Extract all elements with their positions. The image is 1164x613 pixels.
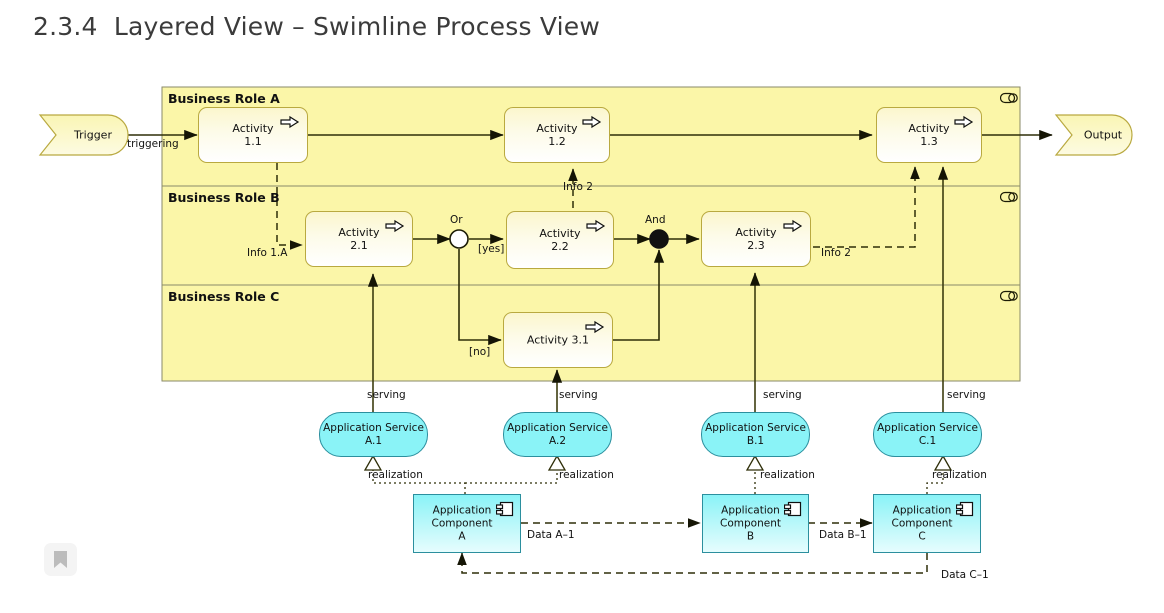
activity-2-2-line2: 2.2: [551, 240, 569, 253]
flow-data-c1: [457, 552, 928, 574]
label-serving-c1: serving: [947, 389, 986, 401]
activity-2-3-line1: Activity: [735, 226, 777, 239]
app-component-c-line3: C: [918, 530, 926, 542]
realization-cmp-a-to-svc-a2: [465, 470, 558, 484]
label-serving-a1: serving: [367, 389, 406, 401]
output-event[interactable]: Output: [1056, 115, 1136, 155]
or-junction[interactable]: [449, 229, 469, 249]
process-arrow-icon: [582, 114, 602, 129]
label-info-2-up: Info 2: [563, 181, 593, 193]
label-data-b1: Data B–1: [819, 529, 867, 541]
and-junction[interactable]: [649, 229, 669, 249]
label-realization-a2: realization: [559, 469, 614, 481]
app-service-a2-line1: Application Service: [507, 421, 608, 434]
activity-1-1-line2: 1.1: [244, 135, 262, 148]
flow-info-2-right: [813, 166, 920, 248]
realization-cmp-a-to-svc-a1: [372, 470, 466, 494]
label-triggering: triggering: [127, 138, 179, 150]
bookmark-icon[interactable]: [44, 543, 77, 576]
label-realization-b1: realization: [760, 469, 815, 481]
flow-activity-3-1-to-and: [613, 249, 665, 341]
label-no: [no]: [469, 346, 491, 358]
label-serving-a2: serving: [559, 389, 598, 401]
output-event-shape[interactable]: [1054, 114, 1133, 156]
trigger-event-shape[interactable]: [38, 114, 129, 156]
swimlane-label-c: Business Role C: [168, 289, 280, 304]
app-service-a1-line2: A.1: [364, 434, 383, 447]
application-component-icon: [783, 501, 802, 518]
swimlane-label-a: Business Role A: [168, 91, 280, 106]
activity-2-2-line1: Activity: [539, 227, 581, 240]
label-info-2-right: Info 2: [821, 247, 851, 259]
activity-3-1-line1: Activity 3.1: [526, 333, 590, 347]
app-component-c-line1: Application: [892, 504, 952, 516]
swimlane-label-b: Business Role B: [168, 190, 280, 205]
and-junction-label: And: [645, 214, 666, 226]
app-component-b-line2: Component: [720, 517, 781, 529]
process-arrow-icon: [586, 218, 606, 233]
app-component-b-line3: B: [746, 530, 755, 542]
page-title: 2.3.4 Layered View – Swimline Process Vi…: [33, 12, 600, 41]
activity-1-2-line2: 1.2: [548, 135, 566, 148]
activity-1-3-line1: Activity: [908, 122, 950, 135]
app-component-a-line3: A: [458, 530, 466, 542]
process-arrow-icon: [783, 218, 803, 233]
output-label: Output: [1083, 128, 1123, 142]
app-component-b-line1: Application: [721, 504, 780, 516]
label-data-c1: Data C–1: [941, 569, 989, 581]
activity-2-1-line2: 2.1: [350, 239, 368, 252]
activity-2-3-line2: 2.3: [747, 239, 765, 252]
activity-1-2-line1: Activity: [536, 122, 578, 135]
activity-1-3-line2: 1.3: [920, 135, 938, 148]
label-yes: [yes]: [478, 243, 505, 255]
business-role-icon: [999, 90, 1020, 104]
flow-or-to-activity-3-1: [458, 249, 502, 346]
label-realization-a1: realization: [368, 469, 423, 481]
app-service-b1-line2: B.1: [746, 434, 765, 447]
or-junction-label: Or: [450, 214, 463, 226]
process-arrow-icon: [280, 114, 300, 129]
app-component-a-line1: Application: [432, 504, 492, 516]
label-serving-b1: serving: [763, 389, 802, 401]
app-component-a-line2: Component: [431, 517, 493, 529]
trigger-label: Trigger: [74, 128, 112, 142]
realization-triangles: [363, 454, 953, 471]
trigger-event[interactable]: Trigger: [40, 115, 132, 155]
app-service-b1-line1: Application Service: [705, 421, 806, 434]
business-role-icon: [999, 189, 1020, 203]
app-service-c1-line1: Application Service: [877, 421, 978, 434]
label-info-1a: Info 1.A: [247, 247, 288, 259]
process-arrow-icon: [585, 319, 605, 334]
label-data-a1: Data A–1: [527, 529, 575, 541]
flow-info-1a: [276, 163, 303, 250]
application-component-icon: [955, 501, 974, 518]
label-realization-c1: realization: [932, 469, 987, 481]
activity-1-1-line1: Activity: [232, 122, 274, 135]
activity-3-1[interactable]: Activity 3.1: [503, 312, 613, 368]
realization-cmp-c-to-svc-c1: [926, 470, 944, 494]
app-component-c-line2: Component: [891, 517, 953, 529]
business-role-icon: [999, 288, 1020, 302]
process-arrow-icon: [385, 218, 405, 233]
app-service-a1-line1: Application Service: [323, 421, 424, 434]
activity-2-1-line1: Activity: [338, 226, 380, 239]
app-service-a2-line2: A.2: [548, 434, 567, 447]
application-component-icon: [495, 501, 514, 518]
process-arrow-icon: [954, 114, 974, 129]
app-service-c1-line2: C.1: [918, 434, 937, 447]
